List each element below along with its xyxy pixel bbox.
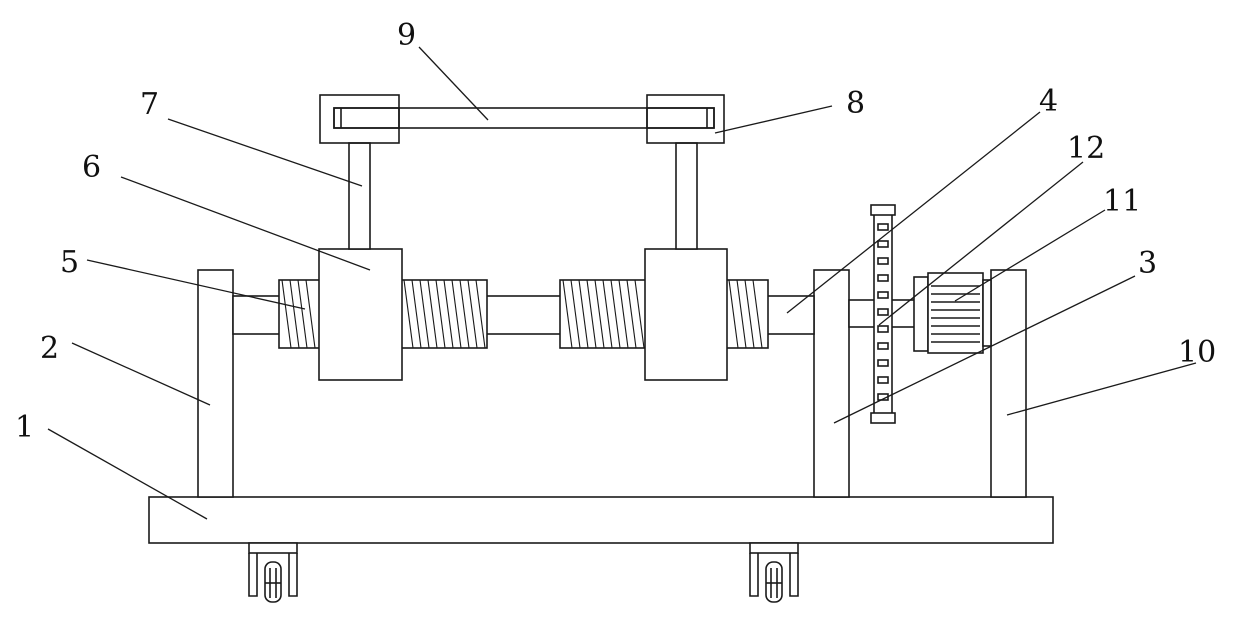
motor-support-post	[991, 270, 1026, 497]
callout-5: 5	[60, 245, 79, 280]
callout-labels: 1 2 3 4 5 6 7 8 9 10 11 12	[15, 18, 1216, 445]
callout-11: 11	[1103, 184, 1141, 219]
callout-10: 10	[1178, 335, 1216, 370]
right-nut-block	[645, 249, 727, 380]
callout-3: 3	[1138, 246, 1157, 281]
callout-2: 2	[40, 331, 59, 366]
callout-9: 9	[397, 18, 416, 53]
drive-gear	[871, 205, 895, 423]
callout-8: 8	[846, 86, 865, 121]
caster-wheel	[750, 543, 798, 602]
left-nut-block	[319, 249, 402, 380]
callout-4: 4	[1039, 84, 1058, 119]
callout-7: 7	[140, 87, 159, 122]
callout-6: 6	[82, 150, 101, 185]
callout-12: 12	[1067, 131, 1105, 166]
right-support-post	[814, 270, 849, 497]
left-support-post	[198, 270, 233, 497]
caster-wheel	[249, 543, 297, 602]
motor	[914, 273, 991, 353]
top-cross-bar	[334, 108, 714, 128]
base-plate	[149, 497, 1053, 543]
left-vertical-rod	[349, 143, 370, 249]
thread-section-d	[726, 280, 768, 348]
right-vertical-rod	[676, 143, 697, 249]
callout-1: 1	[15, 410, 34, 445]
